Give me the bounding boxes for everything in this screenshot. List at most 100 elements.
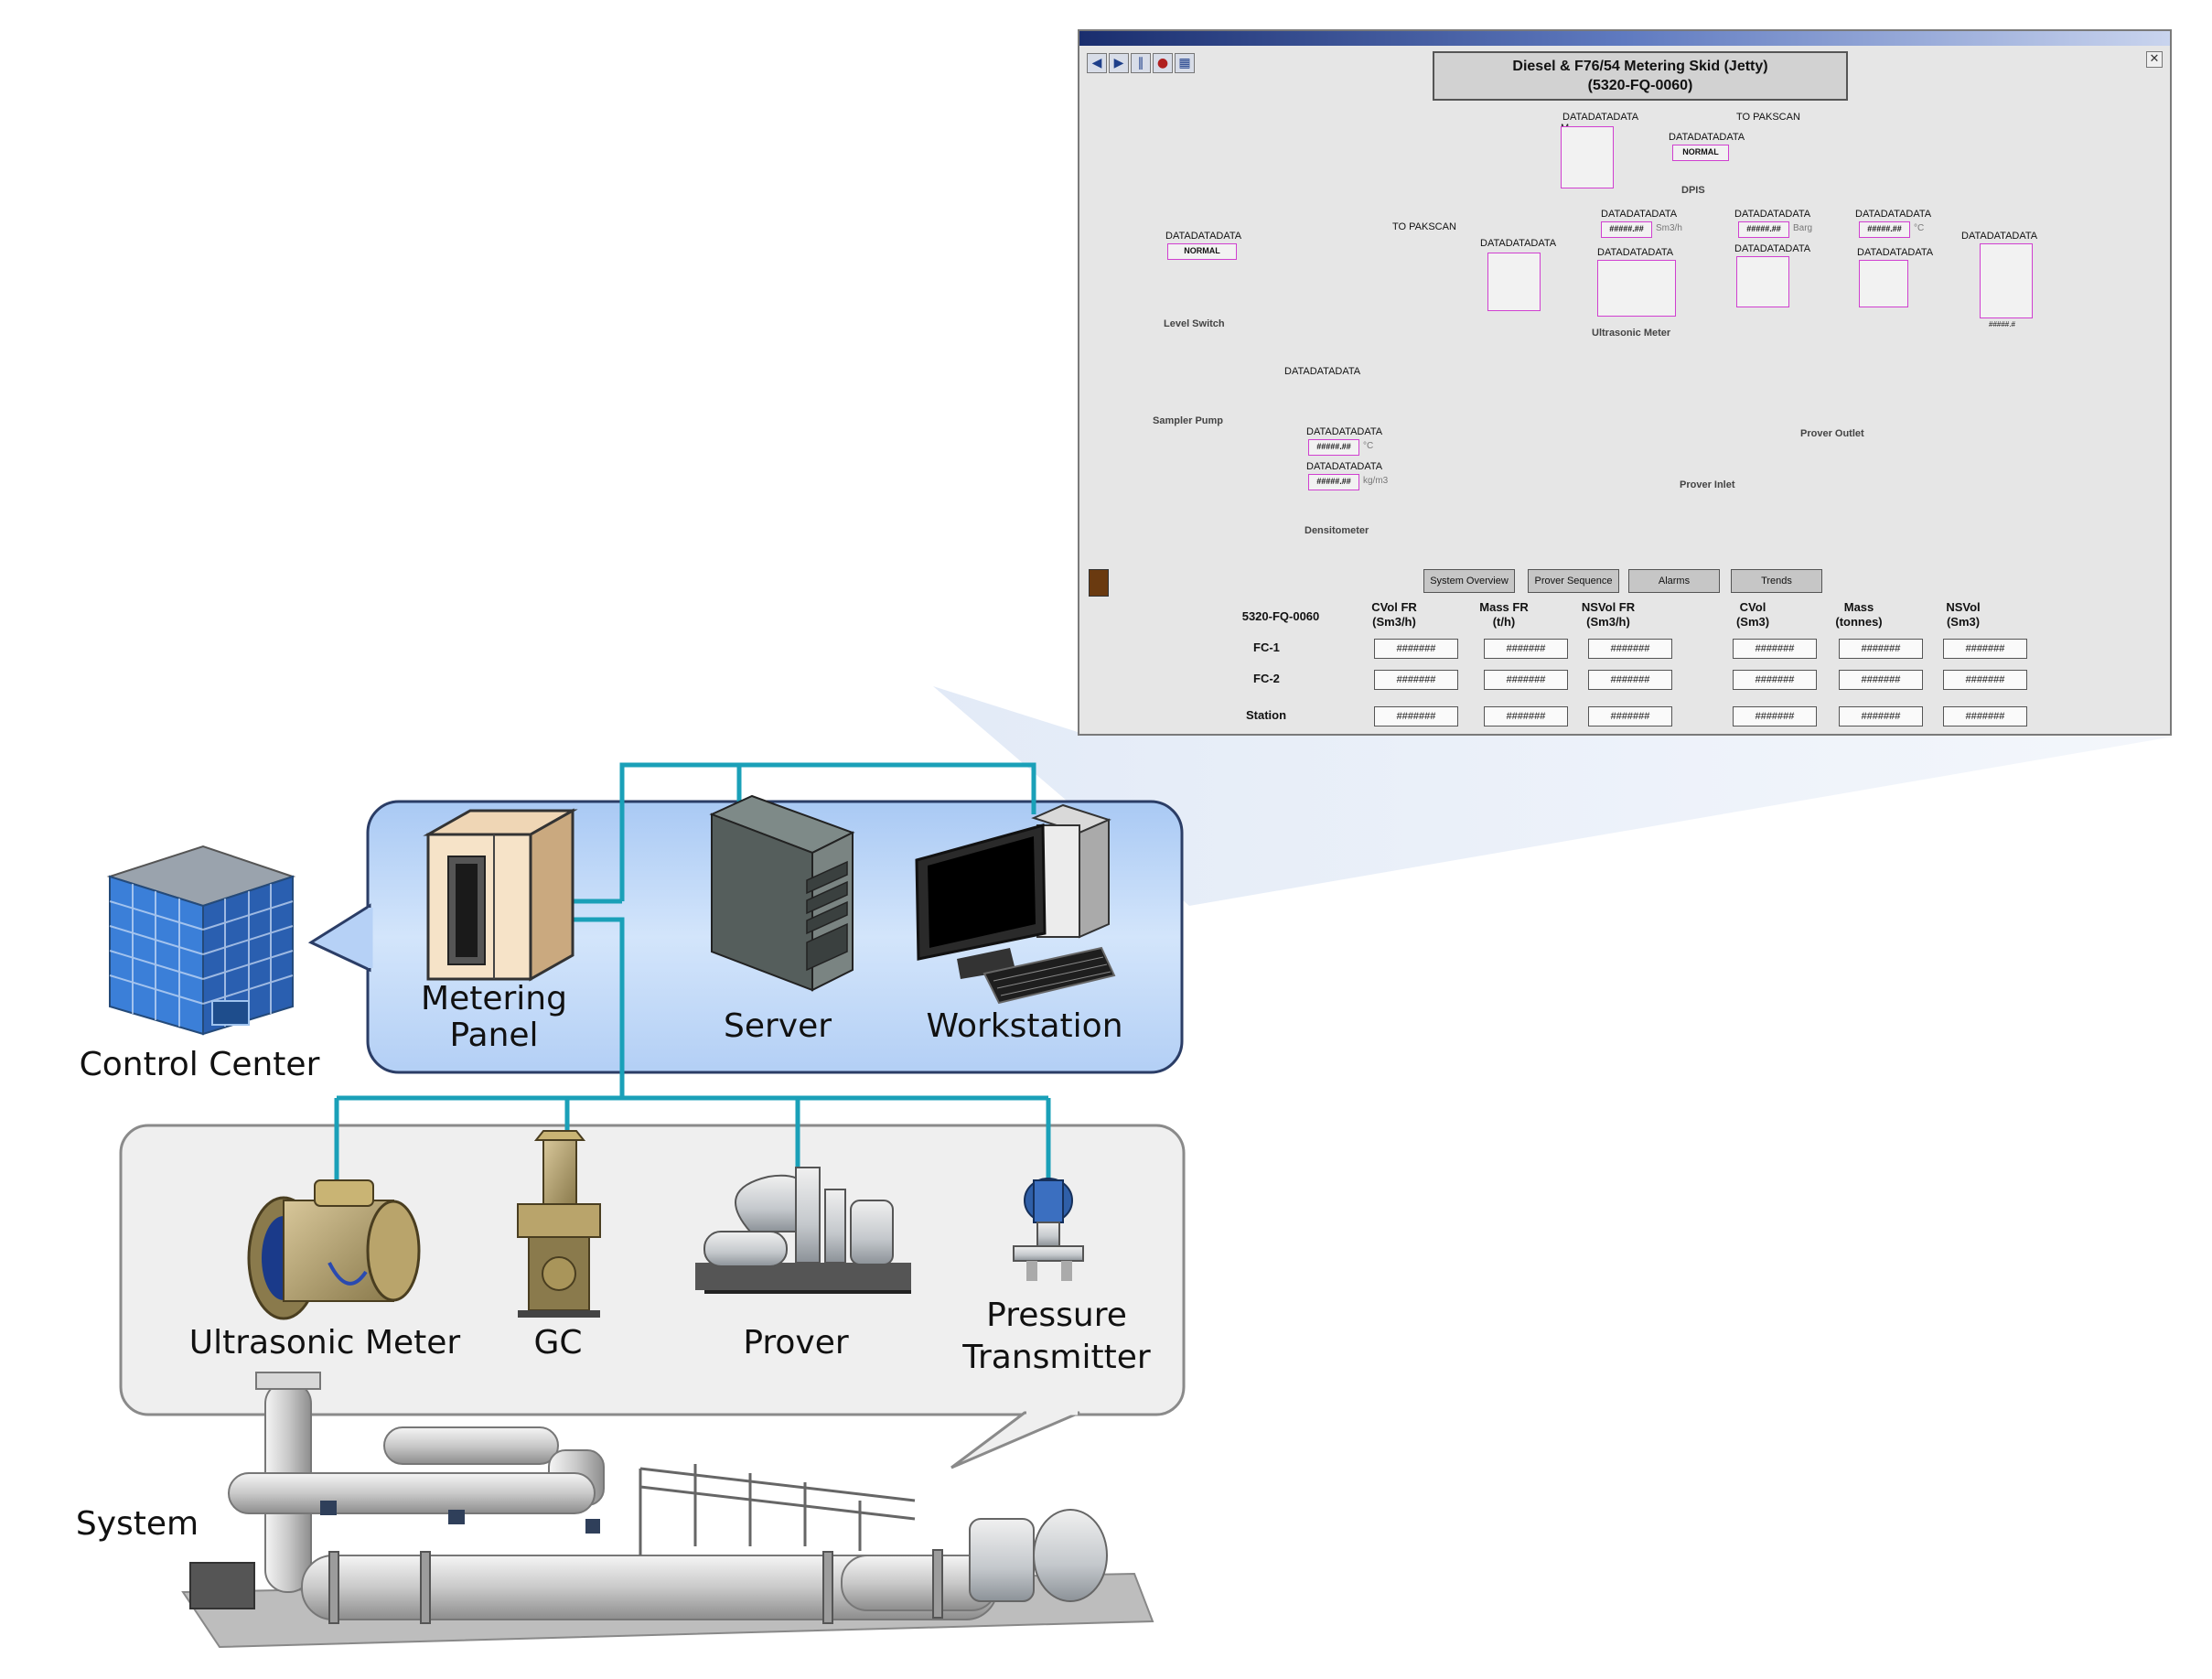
row-label-station: Station <box>1246 708 1287 722</box>
tag-temp-tx: DATADATADATA <box>1857 247 1934 258</box>
ultrasonic-meter-icon <box>247 1179 421 1320</box>
mid-valve-box[interactable] <box>1487 253 1541 311</box>
workstation-label: Workstation <box>926 1007 1123 1045</box>
tag-level-switch: DATADATADATA <box>1165 231 1242 242</box>
level-switch-label: Level Switch <box>1164 318 1225 329</box>
dpis-label: DPIS <box>1681 185 1705 196</box>
gc-label: GC <box>533 1324 583 1361</box>
row-label-fc2: FC-2 <box>1253 672 1280 685</box>
metering-panel-label-line2: Panel <box>449 1017 539 1054</box>
pressure-value-box[interactable]: #####.## <box>1738 221 1789 238</box>
table-cell: ####### <box>1733 670 1817 690</box>
to-pakscan-mid: TO PAKSCAN <box>1392 221 1456 232</box>
table-cell: ####### <box>1733 639 1817 659</box>
chart-icon[interactable]: ∥ <box>1131 53 1151 73</box>
col-header-cvol-fr: CVol FR(Sm3/h) <box>1371 600 1417 629</box>
tag-ultrasonic: DATADATADATA <box>1597 247 1674 258</box>
pressure-transmitter-icon <box>1013 1178 1084 1281</box>
level-switch-status-box[interactable]: NORMAL <box>1167 243 1237 260</box>
gc-analyzer-icon <box>517 1130 601 1318</box>
network-lines <box>334 762 1051 1189</box>
tag-densitometer-temp: DATADATADATA <box>1306 426 1383 437</box>
table-cell: ####### <box>1733 706 1817 726</box>
prover-icon <box>695 1167 911 1294</box>
prover-sequence-button[interactable]: Prover Sequence <box>1528 569 1619 593</box>
tag-pressure: DATADATADATA <box>1734 209 1811 220</box>
dpis-status-box[interactable]: NORMAL <box>1672 145 1729 161</box>
control-center-label: Control Center <box>79 1046 320 1083</box>
hmi-window: ◀ ▶ ∥ ● ▦ ✕ Diesel & F76/54 Metering Ski… <box>1078 29 2172 736</box>
tag-dpis-status: DATADATADATA <box>1669 132 1745 143</box>
table-cell: ####### <box>1484 706 1568 726</box>
trends-button[interactable]: Trends <box>1731 569 1822 593</box>
close-icon[interactable]: ✕ <box>2146 51 2163 68</box>
tag-mid-valve: DATADATADATA <box>1480 238 1557 249</box>
table-cell: ####### <box>1943 706 2027 726</box>
table-cell: ####### <box>1374 706 1458 726</box>
flow-value-box[interactable]: #####.## <box>1601 221 1652 238</box>
table-id-header: 5320-FQ-0060 <box>1241 609 1320 623</box>
ultrasonic-meter-box[interactable] <box>1597 260 1676 317</box>
table-cell: ####### <box>1484 670 1568 690</box>
table-cell: ####### <box>1839 706 1923 726</box>
flow-unit: Sm3/h <box>1656 223 1682 233</box>
tag-density: DATADATADATA <box>1306 461 1383 472</box>
pressure-transmitter-label-line2: Transmitter <box>962 1339 1151 1376</box>
status-lamp-icon <box>1089 569 1109 597</box>
field-devices-panel <box>119 1124 1186 1469</box>
hmi-title-bar <box>1079 31 2170 46</box>
dpis-valve-box[interactable] <box>1561 126 1614 188</box>
hmi-title-line2: (5320-FQ-0060) <box>1587 78 1693 93</box>
tag-dpis-valve: DATADATADATA <box>1562 112 1639 123</box>
hmi-title-box: Diesel & F76/54 Metering Skid (Jetty) (5… <box>1433 51 1848 101</box>
back-arrow-icon[interactable]: ◀ <box>1087 53 1107 73</box>
control-center-building-icon <box>106 845 296 1036</box>
table-cell: ####### <box>1839 670 1923 690</box>
server-icon <box>709 794 855 992</box>
col-header-nsvol-fr: NSVol FR(Sm3/h) <box>1581 600 1636 629</box>
hmi-title-line1: Diesel & F76/54 Metering Skid (Jetty) <box>1512 59 1768 74</box>
control-valve-box[interactable] <box>1980 243 2033 318</box>
table-cell: ####### <box>1484 639 1568 659</box>
print-icon[interactable]: ▦ <box>1175 53 1195 73</box>
table-cell: ####### <box>1588 670 1672 690</box>
density-unit: kg/m3 <box>1363 476 1389 486</box>
density-value-box[interactable]: #####.## <box>1308 474 1359 490</box>
densitometer-label: Densitometer <box>1305 525 1369 536</box>
temp-transmitter-box[interactable] <box>1859 260 1908 307</box>
pressure-unit: Barg <box>1793 223 1813 233</box>
table-cell: ####### <box>1588 639 1672 659</box>
tag-sampler: DATADATADATA <box>1284 366 1361 377</box>
temp-unit: °C <box>1914 223 1925 233</box>
alarms-button[interactable]: Alarms <box>1628 569 1720 593</box>
control-valve-value: #####.# <box>1989 320 2015 328</box>
pressure-transmitter-box[interactable] <box>1736 256 1789 307</box>
table-cell: ####### <box>1374 639 1458 659</box>
alarm-icon[interactable]: ● <box>1153 53 1173 73</box>
forward-arrow-icon[interactable]: ▶ <box>1109 53 1129 73</box>
prover-label: Prover <box>743 1324 849 1361</box>
metering-panel-icon <box>423 808 578 982</box>
row-label-fc1: FC-1 <box>1253 640 1280 654</box>
tag-flow: DATADATADATA <box>1601 209 1678 220</box>
col-header-cvol: CVol(Sm3) <box>1735 600 1770 629</box>
table-cell: ####### <box>1943 639 2027 659</box>
table-cell: ####### <box>1839 639 1923 659</box>
table-cell: ####### <box>1943 670 2027 690</box>
to-pakscan-top: TO PAKSCAN <box>1736 112 1800 123</box>
table-cell: ####### <box>1374 670 1458 690</box>
densitometer-temp-box[interactable]: #####.## <box>1308 439 1359 456</box>
temp-value-box[interactable]: #####.## <box>1859 221 1910 238</box>
metering-system-skid-icon <box>181 1372 1154 1649</box>
ultrasonic-meter-label: Ultrasonic Meter <box>188 1324 461 1361</box>
metering-panel-label-line1: Metering <box>421 980 567 1017</box>
system-label: System <box>75 1505 199 1543</box>
prover-inlet-label: Prover Inlet <box>1680 479 1735 490</box>
densitometer-temp-unit: °C <box>1363 441 1374 451</box>
sampler-pump-label: Sampler Pump <box>1153 415 1224 426</box>
col-header-mass-fr: Mass FR(t/h) <box>1479 600 1529 629</box>
tag-control-valve: DATADATADATA <box>1961 231 2038 242</box>
col-header-nsvol: NSVol(Sm3) <box>1946 600 1981 629</box>
system-overview-button[interactable]: System Overview <box>1423 569 1515 593</box>
table-cell: ####### <box>1588 706 1672 726</box>
